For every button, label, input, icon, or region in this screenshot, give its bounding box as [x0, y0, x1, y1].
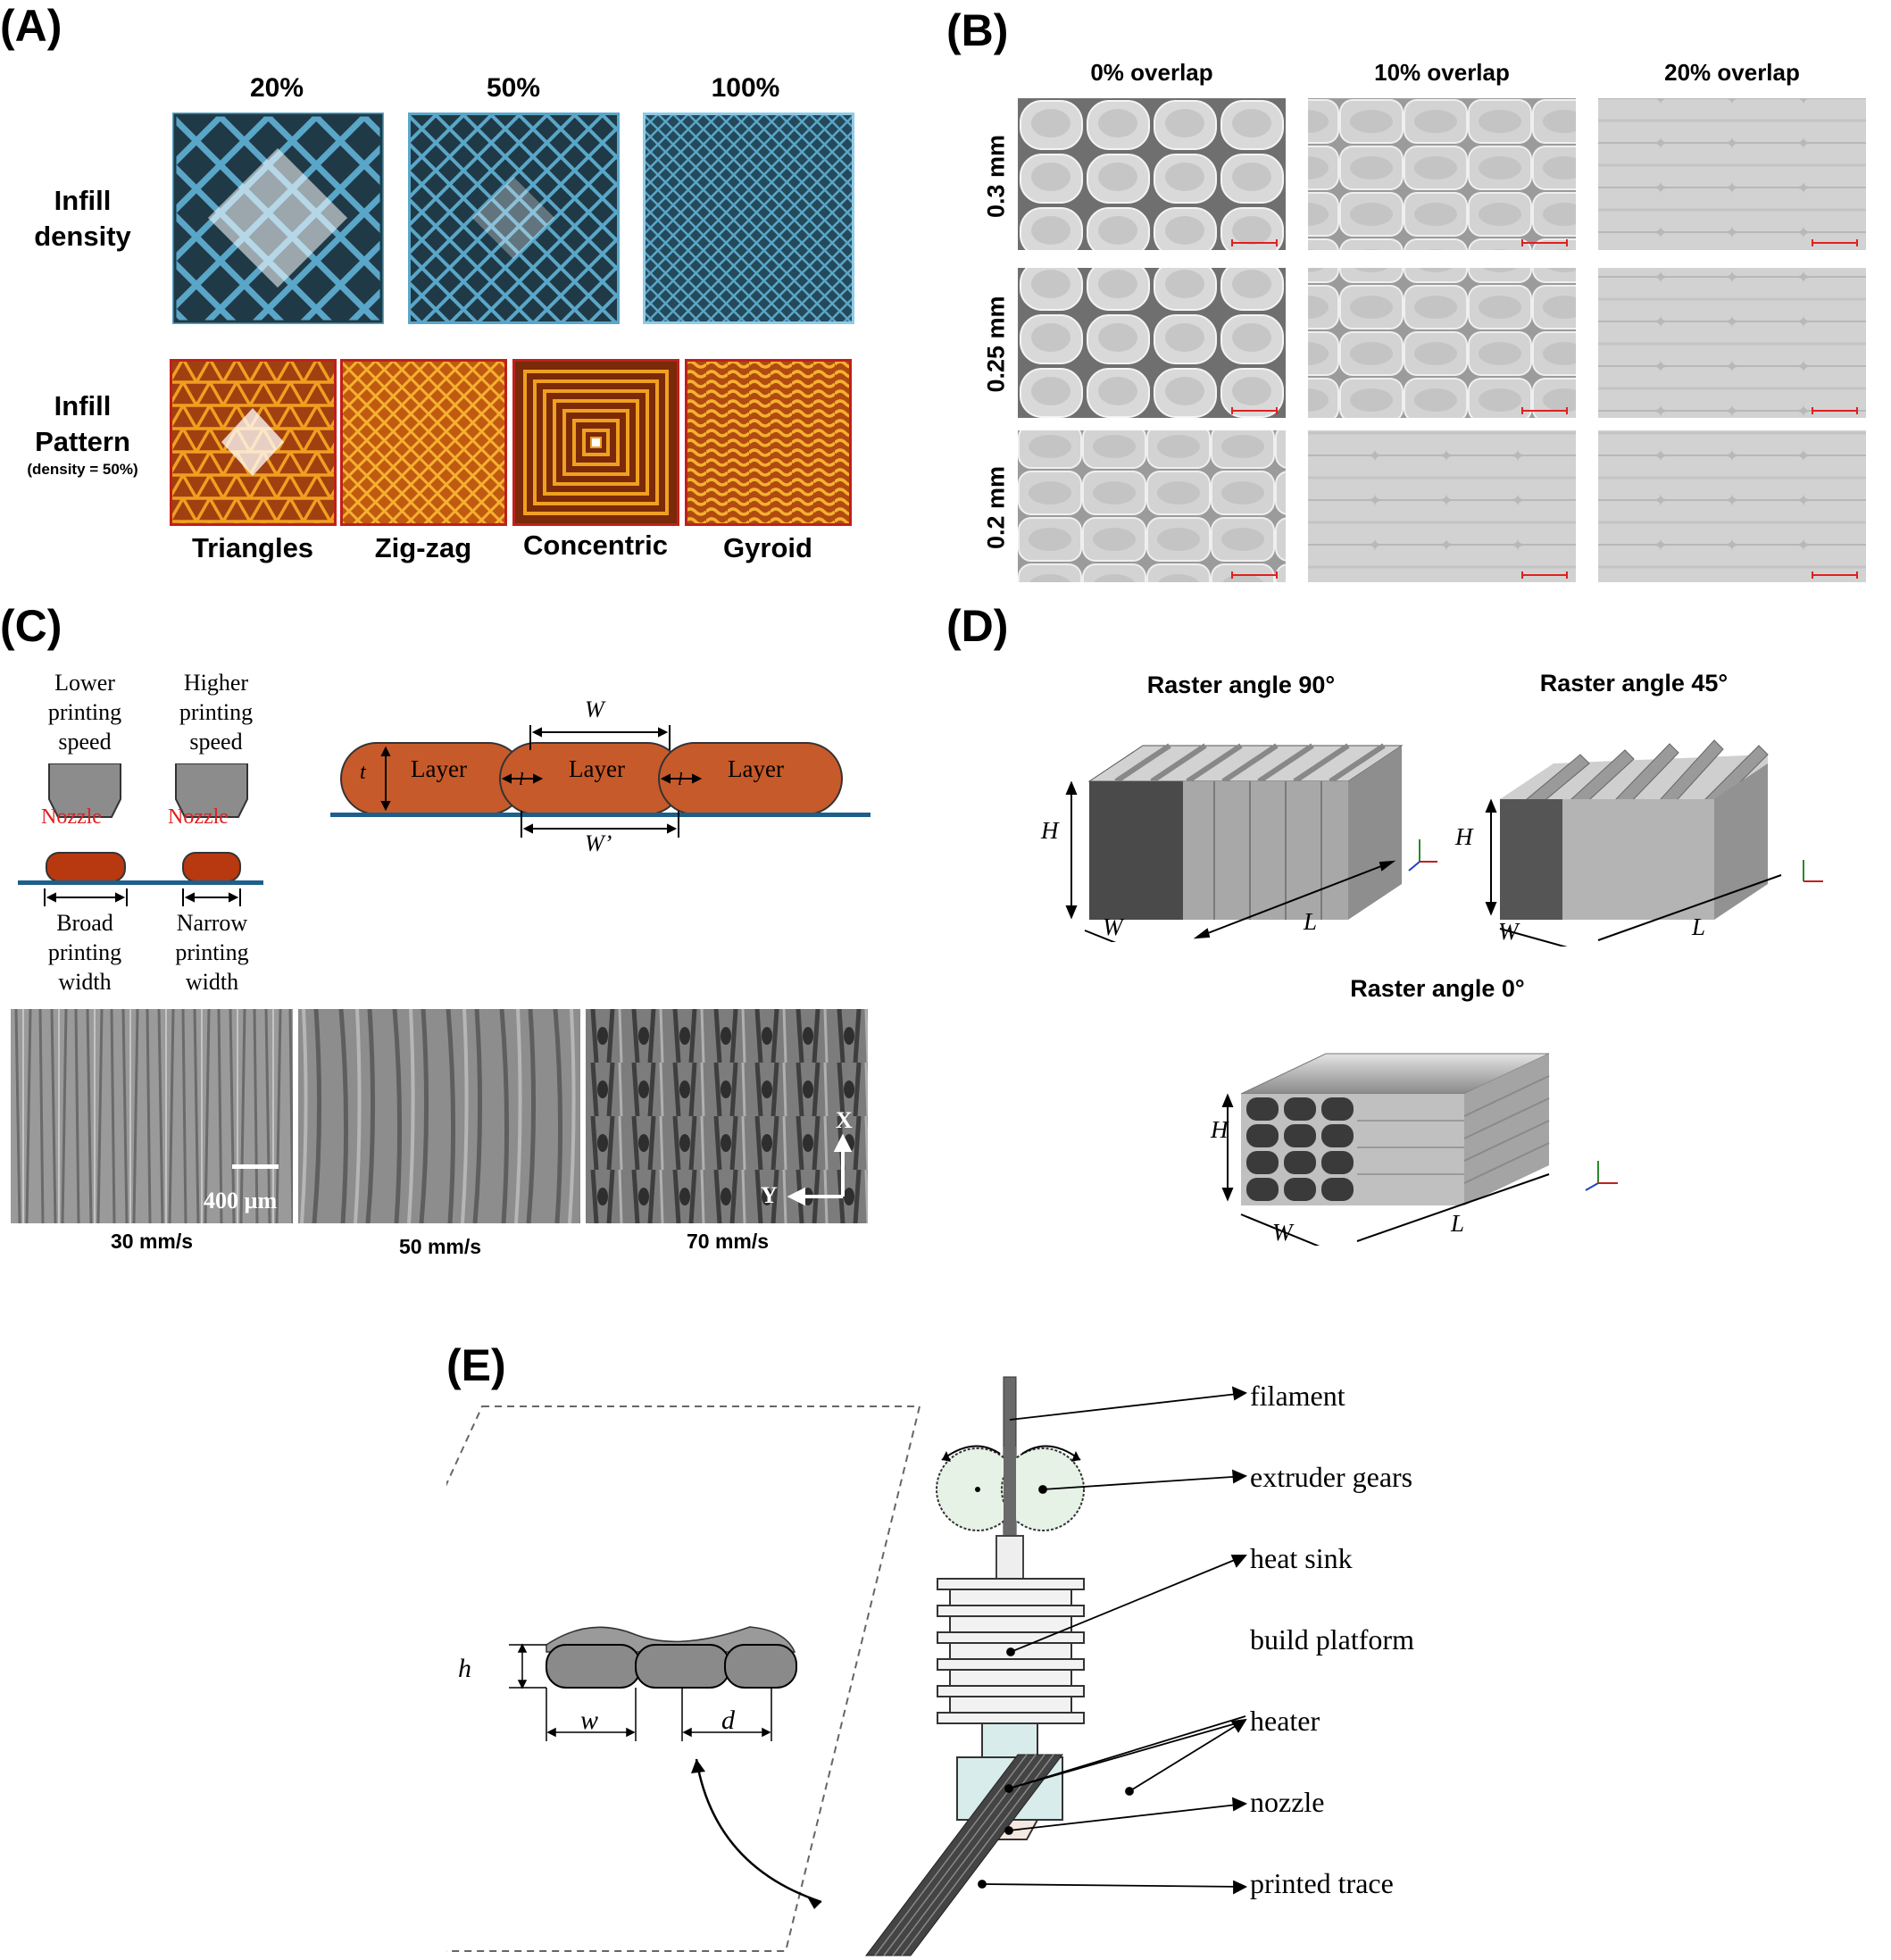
raster45-dim-h: H — [1455, 823, 1473, 850]
raster45-dim-w: W — [1498, 918, 1519, 945]
infill-pattern-line2: Pattern — [35, 426, 130, 457]
raster-0-block — [1221, 1053, 1618, 1246]
lower-speed-label: Lower printing speed — [36, 668, 134, 756]
panel-a-label: (A) — [0, 1, 62, 51]
narrow-width-line3: width — [185, 969, 239, 995]
panel-b-label: (B) — [946, 5, 1009, 55]
dim-wprime-label: W’ — [585, 830, 612, 856]
pattern-tile-concentric — [512, 359, 679, 526]
layer-overlap-diagram — [330, 725, 871, 838]
bead-dim-w: w — [580, 1706, 599, 1735]
panel-d-label: (D) — [946, 601, 1009, 651]
sem-axis-x: X — [836, 1107, 853, 1133]
higher-speed-line2: printing — [179, 699, 254, 725]
raster-45-block — [1485, 739, 1823, 947]
pattern-tile-gyroid — [685, 359, 852, 526]
callout-nozzle: nozzle — [1250, 1786, 1325, 1818]
nozzle-text-right: Nozzle — [168, 805, 229, 829]
bead-dim-d: d — [721, 1706, 735, 1735]
callout-build-platform: build platform — [1250, 1623, 1414, 1656]
callout-heat-sink: heat sink — [1250, 1542, 1353, 1574]
narrow-width-label: Narrow printing width — [161, 908, 263, 997]
infill-tile-100 — [643, 113, 854, 324]
sem-scale-text: 400 µm — [204, 1188, 278, 1214]
layer-label-3: Layer — [728, 755, 784, 782]
raster90-dim-w: W — [1103, 913, 1123, 940]
lower-speed-line3: speed — [58, 729, 112, 755]
broad-width-label: Broad printing width — [36, 908, 134, 997]
raster0-dim-l: L — [1451, 1210, 1465, 1237]
sem-image-strip — [11, 1009, 868, 1223]
raster0-dim-w: W — [1272, 1219, 1293, 1246]
nozzle-speed-diagram — [18, 763, 263, 906]
infill-pattern-line1: Infill — [54, 390, 112, 421]
dim-t-label: t — [360, 761, 366, 784]
layer-label-2: Layer — [569, 755, 625, 782]
bead-dim-h: h — [458, 1654, 471, 1683]
infill-pattern-density-note: (density = 50%) — [27, 461, 138, 478]
narrow-width-line1: Narrow — [176, 910, 248, 936]
infill-density-line1: Infill — [54, 185, 112, 216]
dim-l-label-1: l — [519, 770, 524, 789]
micrograph-grid — [1018, 98, 1866, 582]
overlap-col-10: 10% overlap — [1374, 59, 1510, 86]
density-label-100: 100% — [711, 73, 780, 103]
higher-speed-line1: Higher — [183, 670, 249, 696]
dim-w-label: W — [585, 696, 604, 722]
pattern-label-triangles: Triangles — [191, 532, 314, 563]
panel-c-label: (C) — [0, 601, 62, 651]
narrow-width-line2: printing — [175, 939, 249, 965]
infill-tile-20 — [172, 113, 384, 324]
nozzle-text-left: Nozzle — [41, 805, 102, 829]
overlap-col-0: 0% overlap — [1090, 59, 1213, 86]
layer-row-03: 0.3 mm — [982, 134, 1010, 219]
infill-density-row-label: Infill density — [9, 183, 156, 254]
density-label-20: 20% — [249, 73, 304, 103]
layer-row-025: 0.25 mm — [982, 296, 1010, 393]
layer-label-1: Layer — [411, 755, 467, 782]
pattern-label-concentric: Concentric — [523, 530, 668, 561]
raster-90-block — [1065, 743, 1437, 942]
raster-title-45: Raster angle 45° — [1539, 670, 1729, 696]
higher-speed-line3: speed — [189, 729, 243, 755]
speed-label-70: 70 mm/s — [686, 1230, 770, 1253]
panel-e-label: (E) — [446, 1340, 506, 1390]
pattern-tile-triangles — [170, 359, 337, 526]
lower-speed-line2: printing — [47, 699, 122, 725]
sem-axis-y: Y — [761, 1182, 778, 1208]
pattern-label-zigzag: Zig-zag — [374, 532, 472, 563]
raster90-dim-h: H — [1041, 817, 1059, 844]
callout-extruder-gears: extruder gears — [1250, 1461, 1413, 1493]
broad-width-line3: width — [58, 969, 112, 995]
lower-speed-line1: Lower — [54, 670, 115, 696]
speed-label-50: 50 mm/s — [398, 1235, 482, 1258]
raster45-dim-l: L — [1692, 913, 1706, 940]
callout-printed-trace: printed trace — [1250, 1867, 1394, 1899]
infill-tile-50 — [408, 113, 620, 324]
overlap-col-20: 20% overlap — [1664, 59, 1800, 86]
raster0-dim-h: H — [1211, 1116, 1229, 1143]
raster-title-0: Raster angle 0° — [1350, 975, 1525, 1002]
callout-filament: filament — [1250, 1380, 1345, 1412]
raster90-dim-l: L — [1304, 908, 1318, 935]
density-label-50: 50% — [486, 73, 541, 103]
infill-density-line2: density — [34, 221, 131, 252]
pattern-tile-zigzag — [340, 359, 507, 526]
fdm-extruder-diagram — [446, 1376, 1248, 1956]
higher-speed-label: Higher printing speed — [167, 668, 265, 756]
dim-l-label-2: l — [678, 770, 683, 789]
infill-pattern-row-label: Infill Pattern (density = 50%) — [4, 388, 161, 480]
speed-label-30: 30 mm/s — [110, 1230, 194, 1253]
layer-row-02: 0.2 mm — [982, 465, 1010, 550]
pattern-label-gyroid: Gyroid — [723, 532, 812, 563]
callout-heater: heater — [1250, 1705, 1320, 1737]
broad-width-line2: printing — [47, 939, 122, 965]
broad-width-line1: Broad — [56, 910, 113, 936]
raster-title-90: Raster angle 90° — [1146, 671, 1336, 698]
